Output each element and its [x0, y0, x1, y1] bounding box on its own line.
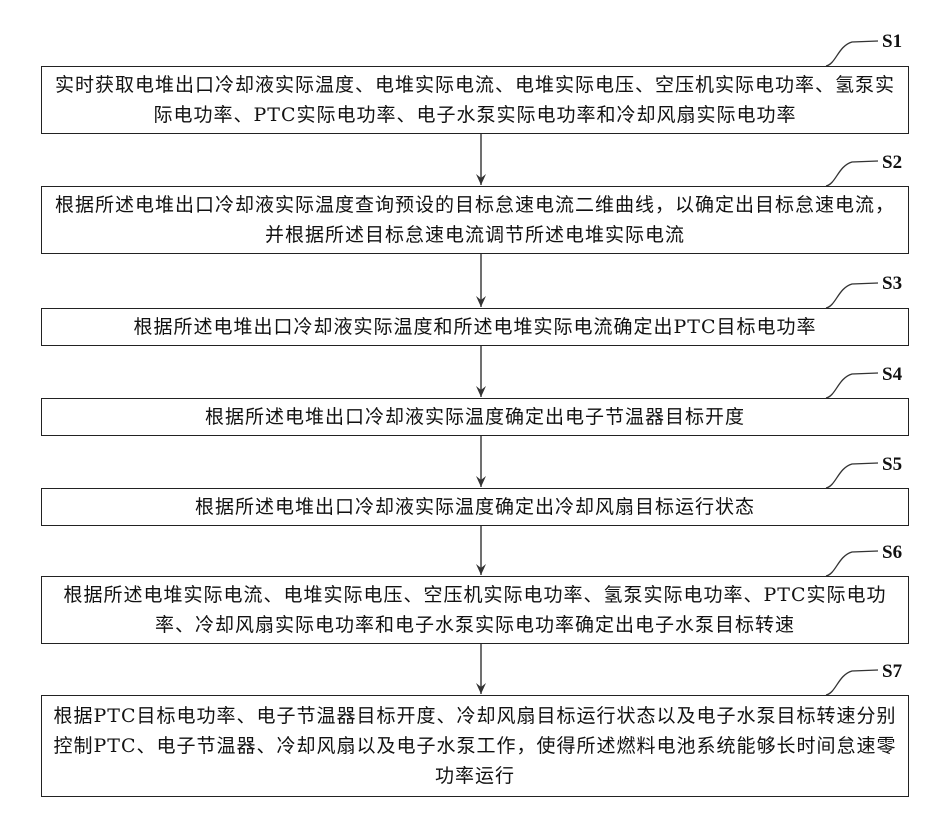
- step-s4-text: 根据所述电堆出口冷却液实际温度确定出电子节温器目标开度: [199, 402, 751, 432]
- step-s2-text: 根据所述电堆出口冷却液实际温度查询预设的目标怠速电流二维曲线，以确定出目标怠速电…: [42, 190, 908, 250]
- label-leader-curve: [826, 463, 878, 488]
- step-box-s7: 根据PTC目标电功率、电子节温器目标开度、冷却风扇目标运行状态以及电子水泵目标转…: [41, 695, 909, 797]
- step-box-s3: 根据所述电堆出口冷却液实际温度和所述电堆实际电流确定出PTC目标电功率: [41, 308, 909, 346]
- step-s1-text: 实时获取电堆出口冷却液实际温度、电堆实际电流、电堆实际电压、空压机实际电功率、氢…: [42, 70, 908, 130]
- step-label-s7: S7: [882, 661, 902, 683]
- step-box-s4: 根据所述电堆出口冷却液实际温度确定出电子节温器目标开度: [41, 398, 909, 436]
- step-box-s1: 实时获取电堆出口冷却液实际温度、电堆实际电流、电堆实际电压、空压机实际电功率、氢…: [41, 66, 909, 134]
- label-leader-curve: [826, 551, 878, 576]
- step-label-s3: S3: [882, 273, 902, 295]
- step-label-s2: S2: [882, 152, 902, 174]
- label-leader-curve: [826, 283, 878, 308]
- step-label-s6: S6: [882, 542, 902, 564]
- step-s7-text: 根据PTC目标电功率、电子节温器目标开度、冷却风扇目标运行状态以及电子水泵目标转…: [42, 701, 908, 791]
- step-label-s5: S5: [882, 454, 902, 476]
- step-box-s6: 根据所述电堆实际电流、电堆实际电压、空压机实际电功率、氢泵实际电功率、PTC实际…: [41, 576, 909, 644]
- step-label-s4: S4: [882, 364, 902, 386]
- label-leader-curve: [826, 670, 878, 695]
- step-label-s1: S1: [882, 31, 902, 53]
- label-leader-curve: [826, 41, 878, 66]
- step-s3-text: 根据所述电堆出口冷却液实际温度和所述电堆实际电流确定出PTC目标电功率: [128, 312, 823, 342]
- step-box-s5: 根据所述电堆出口冷却液实际温度确定出冷却风扇目标运行状态: [41, 488, 909, 526]
- label-leader-curve: [826, 161, 878, 186]
- step-s6-text: 根据所述电堆实际电流、电堆实际电压、空压机实际电功率、氢泵实际电功率、PTC实际…: [42, 580, 908, 640]
- step-box-s2: 根据所述电堆出口冷却液实际温度查询预设的目标怠速电流二维曲线，以确定出目标怠速电…: [41, 186, 909, 254]
- label-leader-curve: [826, 373, 878, 398]
- step-s5-text: 根据所述电堆出口冷却液实际温度确定出冷却风扇目标运行状态: [189, 492, 761, 522]
